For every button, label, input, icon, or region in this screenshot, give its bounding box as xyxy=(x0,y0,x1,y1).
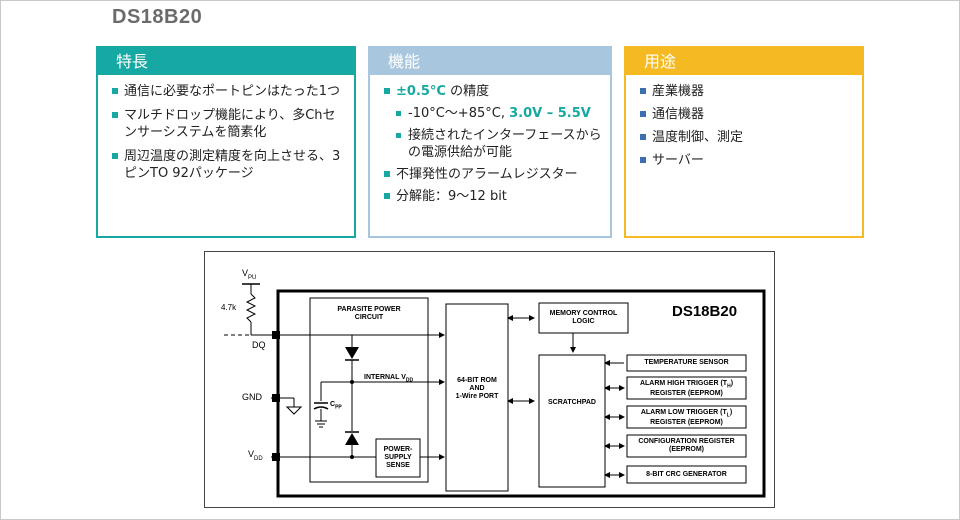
applications-list: 産業機器 通信機器 温度制御、測定 サーバー xyxy=(626,83,862,169)
dq-label: DQ xyxy=(252,340,266,350)
chip-outline xyxy=(276,289,766,498)
function-list: ±0.5°C の精度 -10°C～+85°C, 3.0V – 5.5V 接続され… xyxy=(370,83,610,205)
list-item-resolution: 分解能：9～12 bit xyxy=(384,188,602,205)
alarm-high-label: ALARM HIGH TRIGGER (TH)REGISTER (EEPROM) xyxy=(639,380,734,398)
cpp-label: CPP xyxy=(330,401,342,411)
applications-box: 用途 産業機器 通信機器 温度制御、測定 サーバー xyxy=(624,46,864,238)
gnd-label: GND xyxy=(242,392,262,402)
list-item: 産業機器 xyxy=(640,83,854,100)
list-item-range: -10°C～+85°C, 3.0V – 5.5V xyxy=(396,105,602,122)
list-item: 温度制御、測定 xyxy=(640,129,854,146)
vpu-label: VPU xyxy=(242,268,257,281)
temp-range: -10°C～+85°C, xyxy=(408,106,510,121)
crc-label: 8-BIT CRC GENERATOR xyxy=(646,471,727,478)
gnd-pin xyxy=(272,394,280,402)
temperature-sensor-box xyxy=(626,354,747,372)
list-item-parasite: 接続されたインターフェースからの電源供給が可能 xyxy=(396,127,602,161)
power-supply-sense-box xyxy=(375,438,421,478)
function-heading: 機能 xyxy=(370,48,610,75)
internal-vdd-label: INTERNAL VDD xyxy=(364,374,414,384)
rom-box xyxy=(445,303,509,492)
temperature-sensor-label: TEMPERATURE SENSOR xyxy=(644,359,729,366)
list-item: 通信機器 xyxy=(640,106,854,123)
list-item: マルチドロップ機能により、多Chセンサーシステムを簡素化 xyxy=(112,107,346,141)
alarm-low-label: ALARM LOW TRIGGER (TL)REGISTER (EEPROM) xyxy=(640,409,733,427)
chip-name: DS18B20 xyxy=(672,303,738,320)
diagram-border xyxy=(204,251,775,508)
applications-heading: 用途 xyxy=(626,48,862,75)
block-diagram: VPU 4.7k DQ GND VDD DS18B20 PARASITE POW… xyxy=(204,251,775,508)
voltage-range: 3.0V – 5.5V xyxy=(509,106,591,121)
diode-top xyxy=(345,347,359,359)
alarm-high-box xyxy=(626,376,747,400)
function-box: 機能 ±0.5°C の精度 -10°C～+85°C, 3.0V – 5.5V 接… xyxy=(368,46,612,238)
accuracy-value: ±0.5°C xyxy=(396,84,446,99)
features-box: 特長 通信に必要なポートピンはたった1つ マルチドロップ機能により、多Chセンサ… xyxy=(96,46,356,238)
list-item: 通信に必要なポートピンはたった1つ xyxy=(112,83,346,100)
vdd-label: VDD xyxy=(248,449,263,462)
features-heading: 特長 xyxy=(98,48,354,75)
accuracy-suffix: の精度 xyxy=(450,84,490,99)
alarm-low-box xyxy=(626,405,747,429)
memory-control-box xyxy=(538,302,629,334)
configuration-box xyxy=(626,434,747,458)
resistor xyxy=(245,293,257,323)
vdd-pin xyxy=(272,453,280,461)
scratchpad-label: SCRATCHPAD xyxy=(548,399,596,406)
block-diagram-graphic xyxy=(204,251,775,508)
list-item-alarm: 不揮発性のアラームレジスター xyxy=(384,166,602,183)
gnd-symbol xyxy=(285,406,303,415)
list-item: 周辺温度の測定精度を向上させる、3ピンTO 92パッケージ xyxy=(112,148,346,182)
configuration-label: CONFIGURATION REGISTER(EEPROM) xyxy=(638,438,735,453)
resistor-label: 4.7k xyxy=(221,303,237,312)
list-item: サーバー xyxy=(640,152,854,169)
diode-bottom xyxy=(345,433,359,445)
parasite-power-box xyxy=(309,297,429,483)
slide-title: DS18B20 xyxy=(112,6,203,28)
list-item-accuracy: ±0.5°C の精度 xyxy=(384,83,602,100)
features-list: 通信に必要なポートピンはたった1つ マルチドロップ機能により、多Chセンサーシス… xyxy=(98,83,354,182)
dq-pin xyxy=(272,331,280,339)
crc-box xyxy=(626,465,747,484)
scratchpad-box xyxy=(538,354,606,488)
